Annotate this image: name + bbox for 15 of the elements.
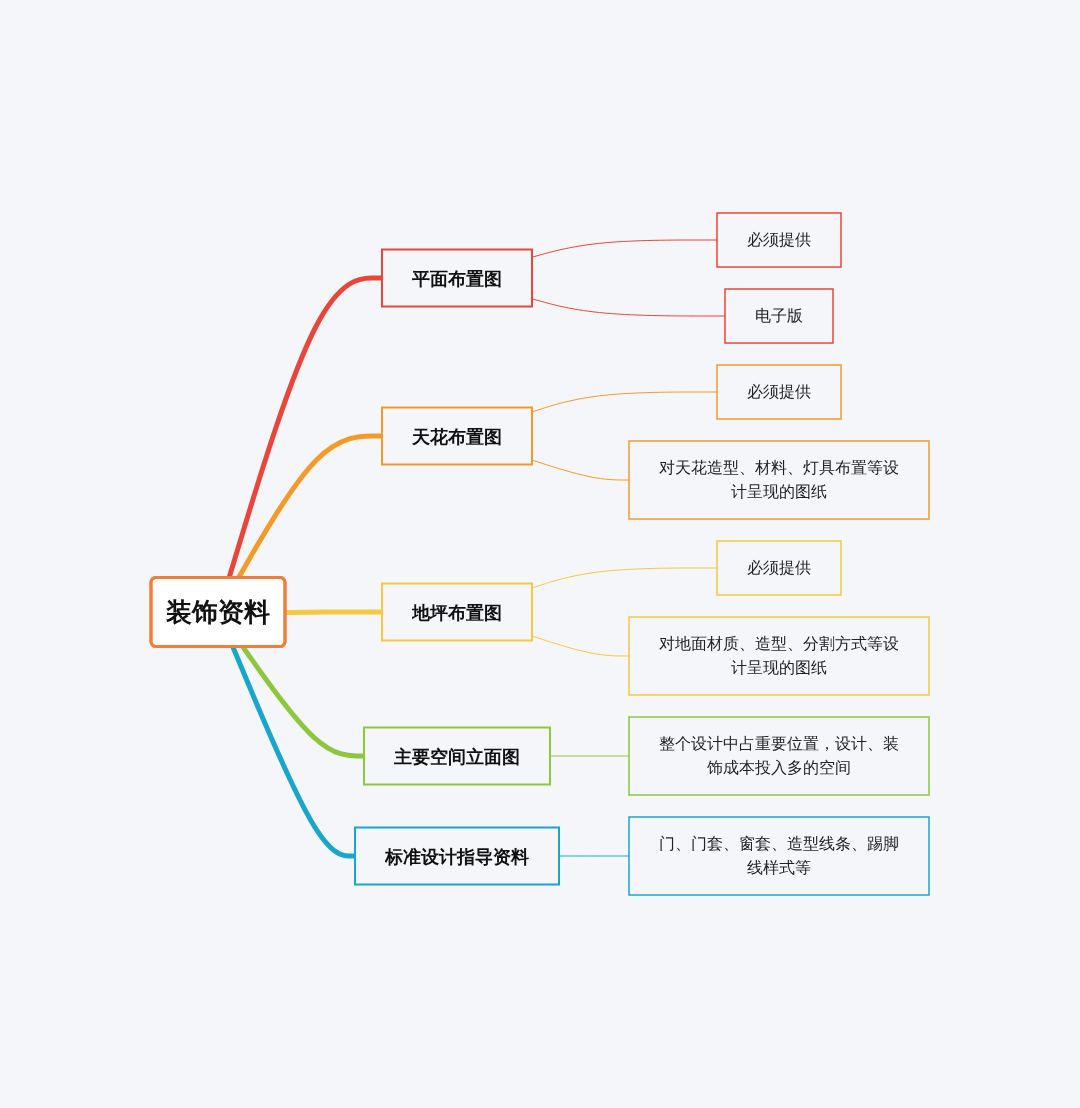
node-box: 标准设计指导资料 [354, 826, 560, 886]
node-box: 地坪布置图 [381, 582, 533, 642]
connector [285, 609, 382, 615]
node-box: 必须提供 [716, 364, 842, 420]
node-box: 电子版 [724, 288, 834, 344]
node-box: 整个设计中占重要位置，设计、装饰成本投入多的空间 [628, 716, 930, 796]
node-box: 必须提供 [716, 540, 842, 596]
node-box: 必须提供 [716, 212, 842, 268]
node-box: 平面布置图 [381, 248, 533, 308]
node-box: 主要空间立面图 [363, 726, 551, 786]
node-box: 对天花造型、材料、灯具布置等设计呈现的图纸 [628, 440, 930, 520]
node-box: 对地面材质、造型、分割方式等设计呈现的图纸 [628, 616, 930, 696]
node-box: 门、门套、窗套、造型线条、踢脚线样式等 [628, 816, 930, 896]
connector [230, 646, 355, 859]
node-box: 天花布置图 [381, 406, 533, 466]
